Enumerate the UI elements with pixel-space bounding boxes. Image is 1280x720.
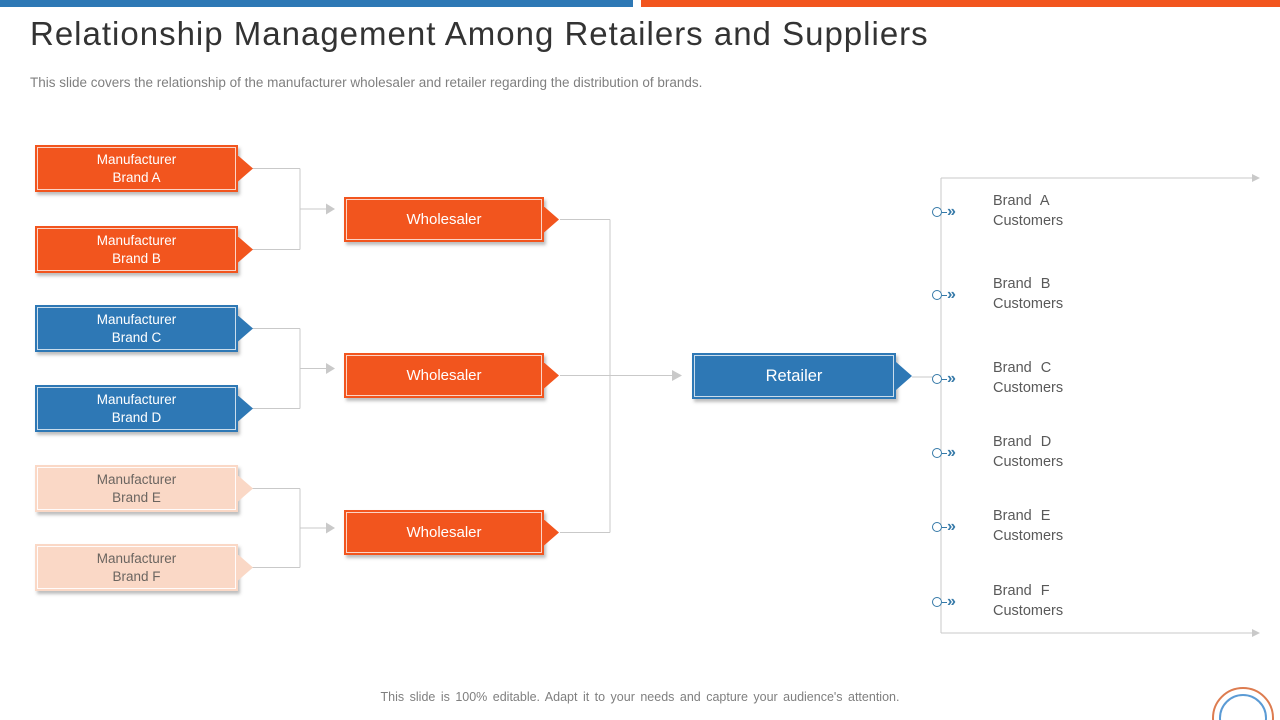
box-arrow-pointer bbox=[544, 362, 559, 389]
group-cd-connector bbox=[252, 328, 326, 409]
double-chevron-icon: » bbox=[947, 444, 956, 461]
customer-label-line: Customers bbox=[993, 602, 1064, 619]
box-arrow-pointer bbox=[238, 475, 253, 502]
double-chevron-icon: » bbox=[947, 593, 956, 610]
box-arrow-pointer bbox=[544, 206, 559, 233]
customer-label-line: Brand F bbox=[993, 583, 1050, 599]
retailer-box: Retailer bbox=[692, 353, 912, 399]
customer-label-line: Brand D bbox=[993, 434, 1052, 450]
box-arrow-pointer bbox=[238, 554, 253, 581]
box-label-line: Brand B bbox=[112, 250, 161, 266]
box-label: Wholesaler bbox=[406, 367, 482, 384]
customers-bracket bbox=[940, 177, 1252, 634]
wholesaler-1-box: Wholesaler bbox=[344, 197, 559, 242]
customer-label-brand-a: Brand A Customers bbox=[993, 192, 1123, 231]
customer-label-line: Brand A bbox=[993, 193, 1050, 209]
customer-label-brand-f: Brand F Customers bbox=[993, 582, 1123, 621]
customer-label-brand-d: Brand D Customers bbox=[993, 433, 1123, 472]
arrowhead-bracket-top bbox=[1252, 174, 1260, 182]
double-chevron-icon: » bbox=[947, 518, 956, 535]
customer-label-line: Customers bbox=[993, 295, 1064, 312]
customer-marker: » bbox=[932, 370, 956, 387]
top-accent-bar-orange bbox=[641, 0, 1280, 7]
manufacturer-brand-d-box: Manufacturer Brand D bbox=[35, 385, 253, 432]
manufacturer-brand-b-box: Manufacturer Brand B bbox=[35, 226, 253, 273]
box-label-line: Manufacturer bbox=[96, 391, 177, 407]
box-label-line: Manufacturer bbox=[96, 550, 177, 566]
circle-icon bbox=[932, 290, 942, 300]
box-arrow-pointer bbox=[544, 519, 559, 546]
circle-icon bbox=[932, 448, 942, 458]
group-ab-connector bbox=[252, 168, 326, 250]
customer-label-brand-c: Brand C Customers bbox=[993, 359, 1123, 398]
box-label: Retailer bbox=[765, 366, 823, 385]
customer-label-brand-b: Brand B Customers bbox=[993, 275, 1123, 314]
customer-marker: » bbox=[932, 203, 956, 220]
wholesaler-2-box: Wholesaler bbox=[344, 353, 559, 398]
box-label-line: Manufacturer bbox=[96, 471, 177, 487]
dash-line bbox=[942, 452, 947, 454]
circle-icon bbox=[932, 374, 942, 384]
manufacturer-brand-a-box: Manufacturer Brand A bbox=[35, 145, 253, 192]
group-ef-connector bbox=[252, 488, 326, 568]
arrowhead-bracket-bottom bbox=[1252, 629, 1260, 637]
arrowhead-retailer bbox=[672, 370, 682, 381]
arrowhead-w1 bbox=[326, 203, 335, 215]
slide-subtitle: This slide covers the relationship of th… bbox=[30, 75, 703, 90]
dash-line bbox=[942, 378, 947, 380]
circle-icon bbox=[932, 597, 942, 607]
box-label: Wholesaler bbox=[406, 524, 482, 541]
footer-note: This slide is 100% editable. Adapt it to… bbox=[380, 690, 900, 704]
customer-label-line: Customers bbox=[993, 453, 1064, 470]
box-label-line: Brand F bbox=[112, 568, 161, 584]
box-label-line: Brand A bbox=[112, 169, 161, 185]
double-chevron-icon: » bbox=[947, 203, 956, 220]
manufacturer-brand-c-box: Manufacturer Brand C bbox=[35, 305, 253, 352]
dash-line bbox=[942, 211, 947, 213]
double-chevron-icon: » bbox=[947, 286, 956, 303]
box-arrow-pointer bbox=[896, 362, 912, 390]
customer-label-line: Customers bbox=[993, 379, 1064, 396]
customer-marker: » bbox=[932, 593, 956, 610]
box-label-line: Brand C bbox=[111, 329, 162, 345]
customer-label-line: Customers bbox=[993, 527, 1064, 544]
box-arrow-pointer bbox=[238, 155, 253, 182]
dash-line bbox=[942, 601, 947, 603]
arrowhead-w2 bbox=[326, 363, 335, 374]
circle-icon bbox=[932, 207, 942, 217]
customer-marker: » bbox=[932, 444, 956, 461]
manufacturer-brand-f-box: Manufacturer Brand F bbox=[35, 544, 253, 591]
box-label: Wholesaler bbox=[406, 211, 482, 228]
wholesaler-retailer-connector bbox=[560, 219, 672, 533]
dash-line bbox=[942, 294, 947, 296]
box-arrow-pointer bbox=[238, 236, 253, 263]
box-arrow-pointer bbox=[238, 395, 253, 422]
box-label-line: Brand D bbox=[111, 409, 162, 425]
box-label-line: Manufacturer bbox=[96, 232, 177, 248]
customer-marker: » bbox=[932, 518, 956, 535]
customer-label-line: Brand C bbox=[993, 360, 1052, 376]
customer-label-line: Customers bbox=[993, 212, 1064, 229]
arrowhead-w3 bbox=[326, 522, 335, 534]
top-accent-bar-blue bbox=[0, 0, 633, 7]
double-chevron-icon: » bbox=[947, 370, 956, 387]
box-label-line: Manufacturer bbox=[96, 311, 177, 327]
customer-label-brand-e: Brand E Customers bbox=[993, 507, 1123, 546]
customer-marker: » bbox=[932, 286, 956, 303]
manufacturer-brand-e-box: Manufacturer Brand E bbox=[35, 465, 253, 512]
circle-icon bbox=[932, 522, 942, 532]
page-title: Relationship Management Among Retailers … bbox=[30, 15, 929, 52]
dash-line bbox=[942, 526, 947, 528]
box-label-line: Brand E bbox=[112, 489, 161, 505]
wholesaler-3-box: Wholesaler bbox=[344, 510, 559, 555]
customer-label-line: Brand E bbox=[993, 508, 1051, 524]
box-arrow-pointer bbox=[238, 315, 253, 342]
customer-label-line: Brand B bbox=[993, 276, 1051, 292]
box-label-line: Manufacturer bbox=[96, 151, 177, 167]
